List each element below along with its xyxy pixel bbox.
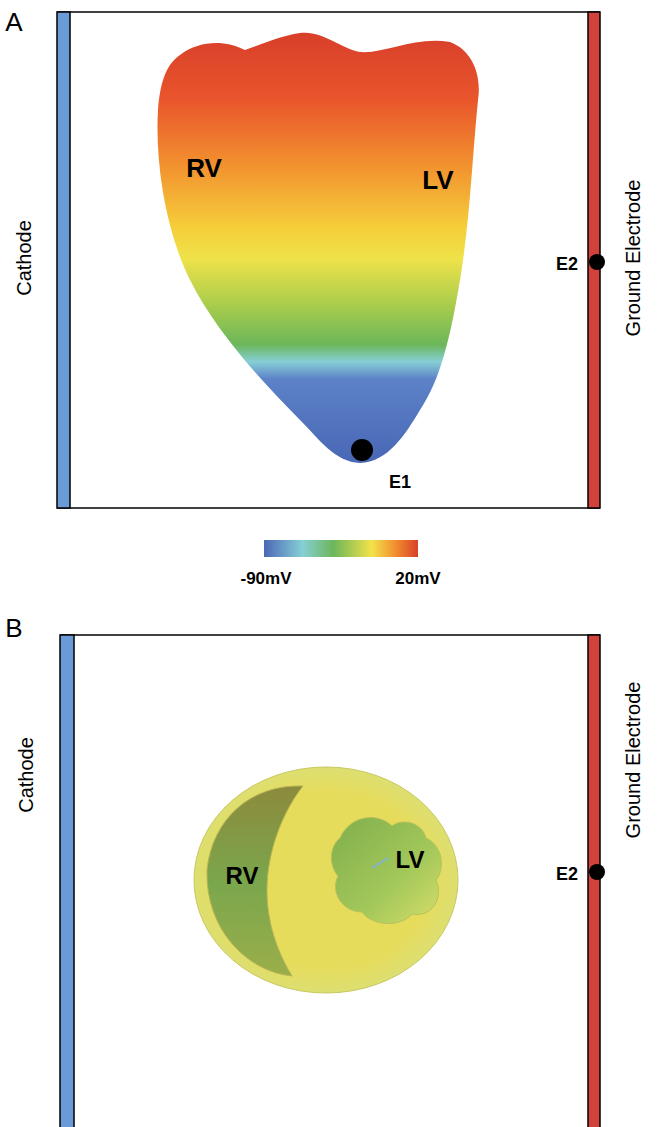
electrode-name: E1 (389, 473, 411, 491)
frame-line (60, 634, 600, 636)
frame-line (57, 507, 600, 509)
cathode-bar (57, 12, 70, 508)
electrode-label: Cathode (16, 737, 36, 813)
electrode-name: E2 (556, 255, 578, 273)
chamber-label: LV (422, 167, 453, 193)
electrode-label: Cathode (14, 220, 34, 296)
color-bar (264, 540, 418, 557)
cathode-bar (60, 635, 74, 1127)
chamber-label: LV (396, 848, 425, 872)
chamber-label: RV (226, 864, 259, 888)
panel-letter: A (5, 9, 22, 35)
heart-section (194, 767, 458, 993)
panel-letter: B (5, 615, 22, 641)
heart-surface (157, 33, 478, 463)
lv-detail (372, 858, 388, 868)
electrode-label: Ground Electrode (623, 180, 643, 337)
lv-cavity (331, 818, 441, 924)
chamber-label: RV (186, 155, 222, 181)
electrode-dot (351, 439, 373, 461)
electrode-dot (589, 864, 605, 880)
ground-bar (588, 635, 600, 1127)
scale-label: -90mV (240, 570, 291, 587)
electrode-name: E2 (556, 865, 578, 883)
electrode-dot (589, 254, 605, 270)
scale-label: 20mV (395, 570, 440, 587)
rv-cavity (207, 786, 303, 976)
frame-line (57, 11, 600, 13)
electrode-label: Ground Electrode (623, 682, 643, 839)
